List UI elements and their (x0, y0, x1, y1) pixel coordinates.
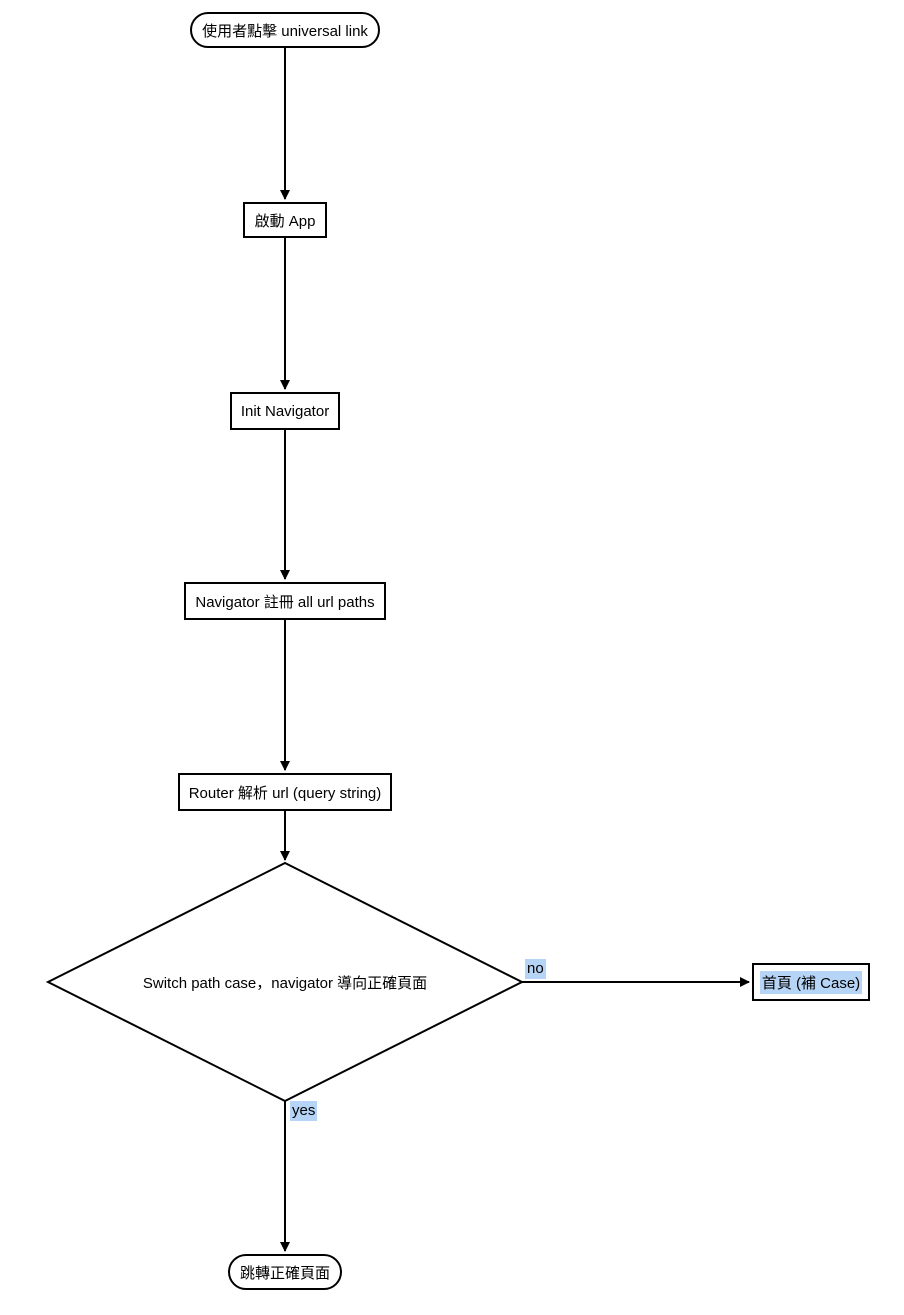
parse-url-node-label: Router 解析 url (query string) (188, 784, 382, 802)
start-node: 使用者點擊 universal link (190, 12, 380, 48)
home-fallback-node-label: 首頁 (補 Case) (759, 970, 863, 994)
end-node: 跳轉正確頁面 (228, 1254, 342, 1290)
edge-label-no: no (525, 959, 546, 979)
launch-app-node: 啟動 App (243, 202, 327, 238)
init-navigator-node: Init Navigator (230, 392, 340, 430)
end-node-label: 跳轉正確頁面 (239, 1264, 330, 1282)
home-fallback-node: 首頁 (補 Case) (752, 963, 870, 1001)
init-navigator-node-label: Init Navigator (240, 402, 330, 420)
launch-app-node-label: 啟動 App (254, 212, 316, 230)
start-node-label: 使用者點擊 universal link (202, 22, 368, 40)
register-paths-node: Navigator 註冊 all url paths (184, 582, 386, 620)
register-paths-node-label: Navigator 註冊 all url paths (195, 593, 375, 611)
decision-diamond-shape (45, 861, 525, 1103)
parse-url-node: Router 解析 url (query string) (178, 773, 392, 811)
edge-label-yes: yes (290, 1101, 318, 1121)
